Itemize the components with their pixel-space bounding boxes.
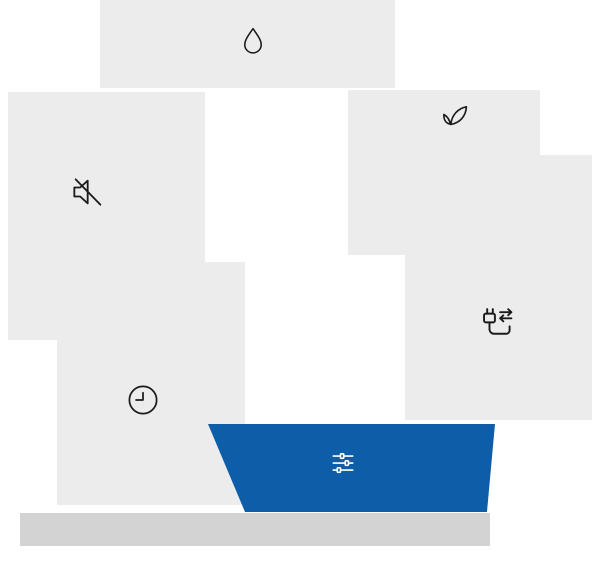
tile-time bbox=[57, 262, 245, 505]
plug-sync-icon bbox=[476, 301, 518, 343]
water-drop-icon bbox=[236, 24, 270, 60]
leaves-icon bbox=[437, 95, 473, 131]
accent-banner bbox=[208, 424, 495, 512]
tile-water bbox=[100, 0, 395, 88]
sliders-icon bbox=[328, 448, 358, 478]
speaker-mute-icon bbox=[66, 172, 110, 212]
clock-icon bbox=[124, 381, 162, 419]
base-bar bbox=[20, 513, 490, 546]
tile-power bbox=[405, 155, 592, 420]
